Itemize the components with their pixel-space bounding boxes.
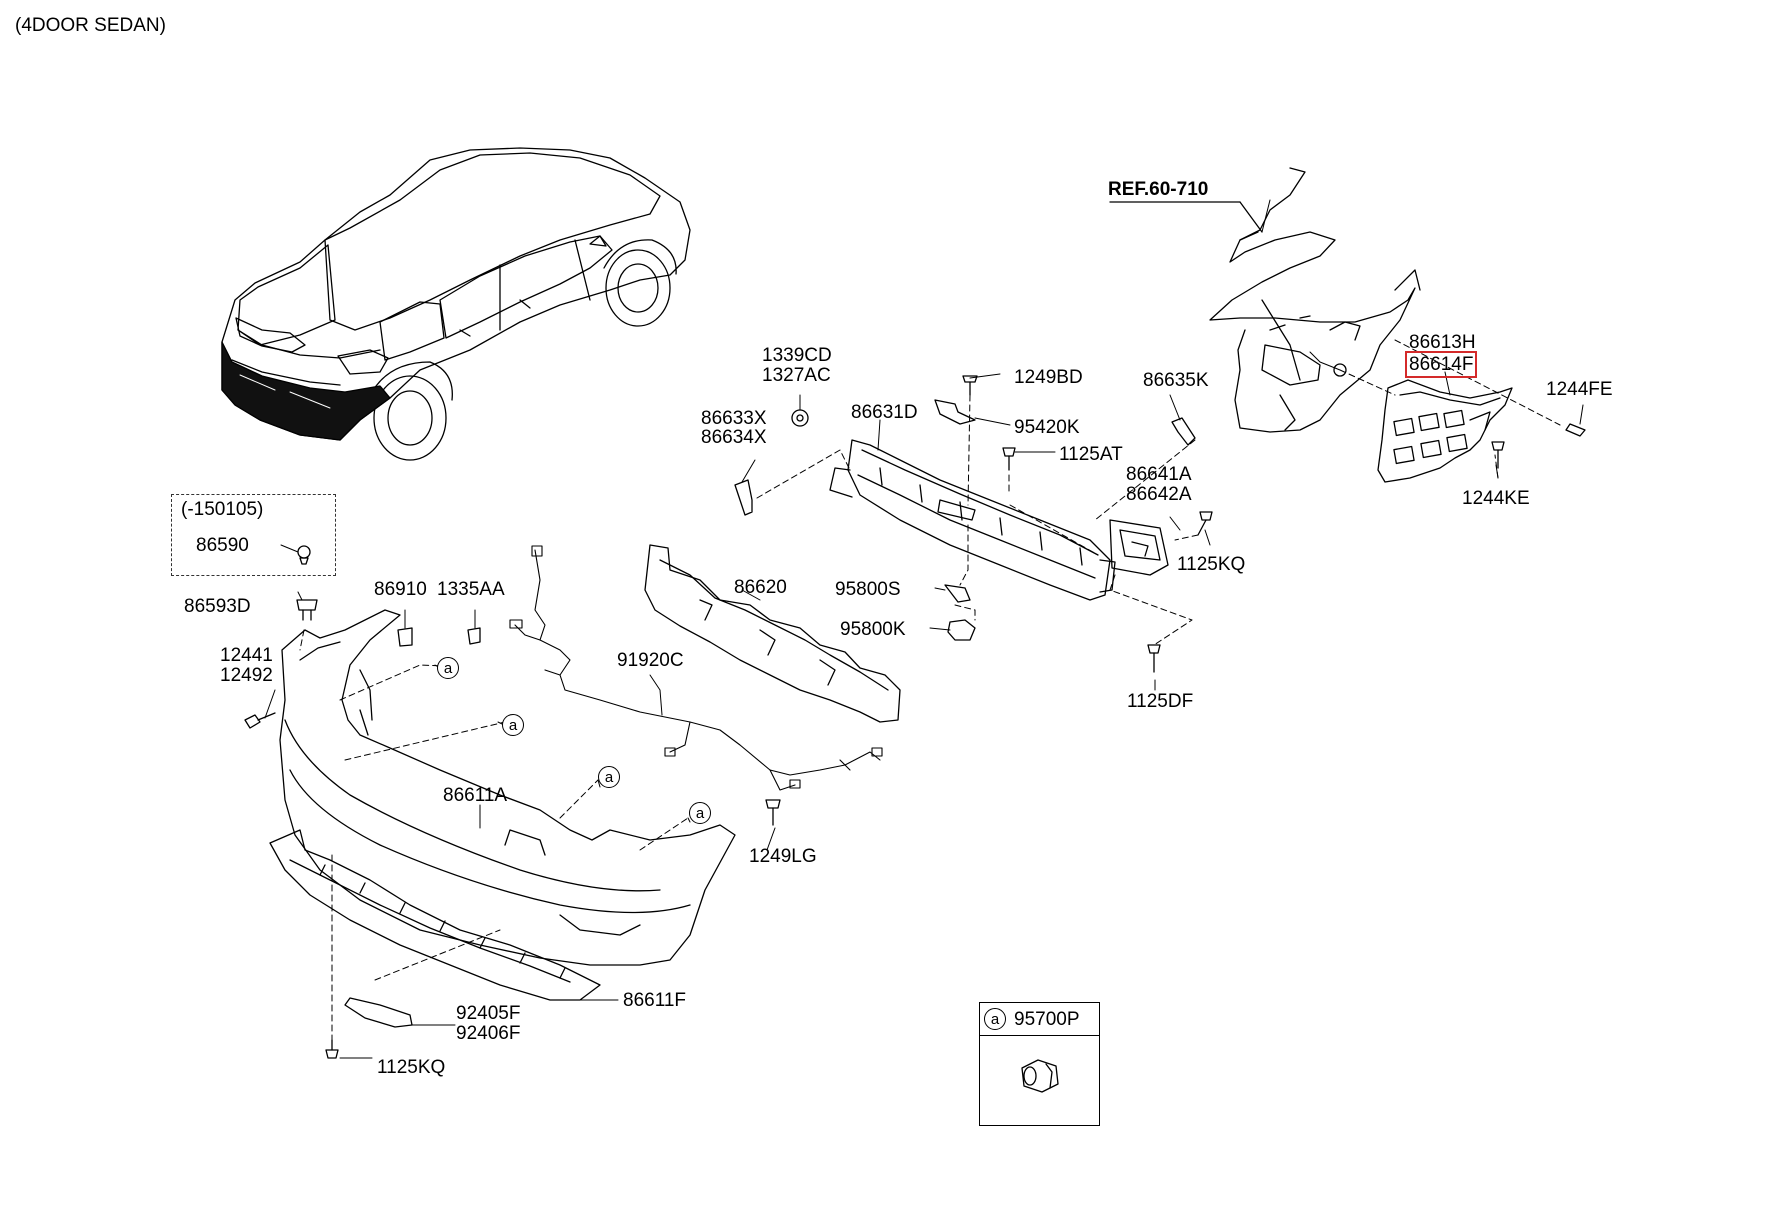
option-box bbox=[171, 494, 336, 576]
wiring-harness-drawing bbox=[509, 545, 883, 791]
part-label-91920C[interactable]: 91920C bbox=[617, 650, 684, 671]
part-label-1244FE[interactable]: 1244FE bbox=[1546, 379, 1613, 400]
part-label-86635K[interactable]: 86635K bbox=[1143, 370, 1209, 391]
bumper-cover-drawing bbox=[279, 609, 736, 966]
reflector-drawing bbox=[344, 997, 413, 1028]
part-label-1327AC[interactable]: 1327AC bbox=[762, 365, 831, 386]
part-label-86590[interactable]: 86590 bbox=[196, 535, 249, 556]
part-label-86631D[interactable]: 86631D bbox=[851, 402, 918, 423]
part-label-86611F[interactable]: 86611F bbox=[623, 990, 687, 1011]
part-label-86611A[interactable]: 86611A bbox=[443, 785, 508, 806]
part-label-86641A[interactable]: 86641A bbox=[1126, 464, 1192, 485]
part-label-1339CD[interactable]: 1339CD bbox=[762, 345, 832, 366]
part-label-95700P[interactable]: 95700P bbox=[1014, 1009, 1080, 1030]
legend-callout: a bbox=[984, 1008, 1006, 1030]
legend-header bbox=[979, 1002, 1100, 1036]
part-label-1125AT[interactable]: 1125AT bbox=[1059, 444, 1123, 465]
part-label-86620[interactable]: 86620 bbox=[734, 577, 787, 598]
dashed-assembly-lines bbox=[299, 339, 1561, 1041]
part-label-1125KQ-right[interactable]: 1125KQ bbox=[1177, 554, 1246, 575]
part-label-86614F[interactable]: 86614F bbox=[1404, 351, 1478, 378]
option-box-label: (-150105) bbox=[181, 499, 264, 520]
part-label-92405F[interactable]: 92405F bbox=[456, 1003, 521, 1024]
part-label-1125DF[interactable]: 1125DF bbox=[1127, 691, 1194, 712]
diagram-title: (4DOOR SEDAN) bbox=[15, 15, 166, 36]
callout-a-4: a bbox=[689, 802, 711, 824]
impact-beam-drawing bbox=[829, 439, 1116, 601]
energy-absorber-drawing bbox=[644, 544, 901, 723]
part-label-86593D[interactable]: 86593D bbox=[184, 596, 251, 617]
part-label-86634X[interactable]: 86634X bbox=[701, 427, 767, 448]
part-label-1335AA[interactable]: 1335AA bbox=[437, 579, 505, 600]
part-label-95800K[interactable]: 95800K bbox=[840, 619, 906, 640]
part-label-92406F[interactable]: 92406F bbox=[456, 1023, 521, 1044]
part-label-12441[interactable]: 12441 bbox=[220, 645, 273, 666]
part-label-1249LG[interactable]: 1249LG bbox=[749, 846, 817, 867]
lower-diffuser-drawing bbox=[269, 829, 601, 1001]
body-panel bbox=[1109, 167, 1421, 433]
part-label-95800S[interactable]: 95800S bbox=[835, 579, 901, 600]
part-label-86613H[interactable]: 86613H bbox=[1409, 332, 1476, 353]
parking-sensor-icon bbox=[1021, 1059, 1059, 1093]
part-label-1125KQ-left[interactable]: 1125KQ bbox=[377, 1057, 446, 1078]
part-label-1249BD[interactable]: 1249BD bbox=[1014, 367, 1083, 388]
callout-a-3: a bbox=[598, 766, 620, 788]
callout-a-1: a bbox=[437, 657, 459, 679]
side-bracket-drawing bbox=[1377, 379, 1513, 483]
part-label-95420K[interactable]: 95420K bbox=[1014, 417, 1080, 438]
part-label-1244KE[interactable]: 1244KE bbox=[1462, 488, 1530, 509]
hardware-drawings bbox=[244, 375, 1586, 1059]
leader-lines bbox=[264, 199, 1584, 1059]
part-label-86910[interactable]: 86910 bbox=[374, 579, 427, 600]
callout-a-2: a bbox=[502, 714, 524, 736]
part-label-86642A[interactable]: 86642A bbox=[1126, 484, 1192, 505]
car-illustration bbox=[221, 147, 691, 461]
part-label-86633X[interactable]: 86633X bbox=[701, 408, 767, 429]
part-label-12492[interactable]: 12492 bbox=[220, 665, 273, 686]
ref-label[interactable]: REF.60-710 bbox=[1108, 179, 1209, 200]
